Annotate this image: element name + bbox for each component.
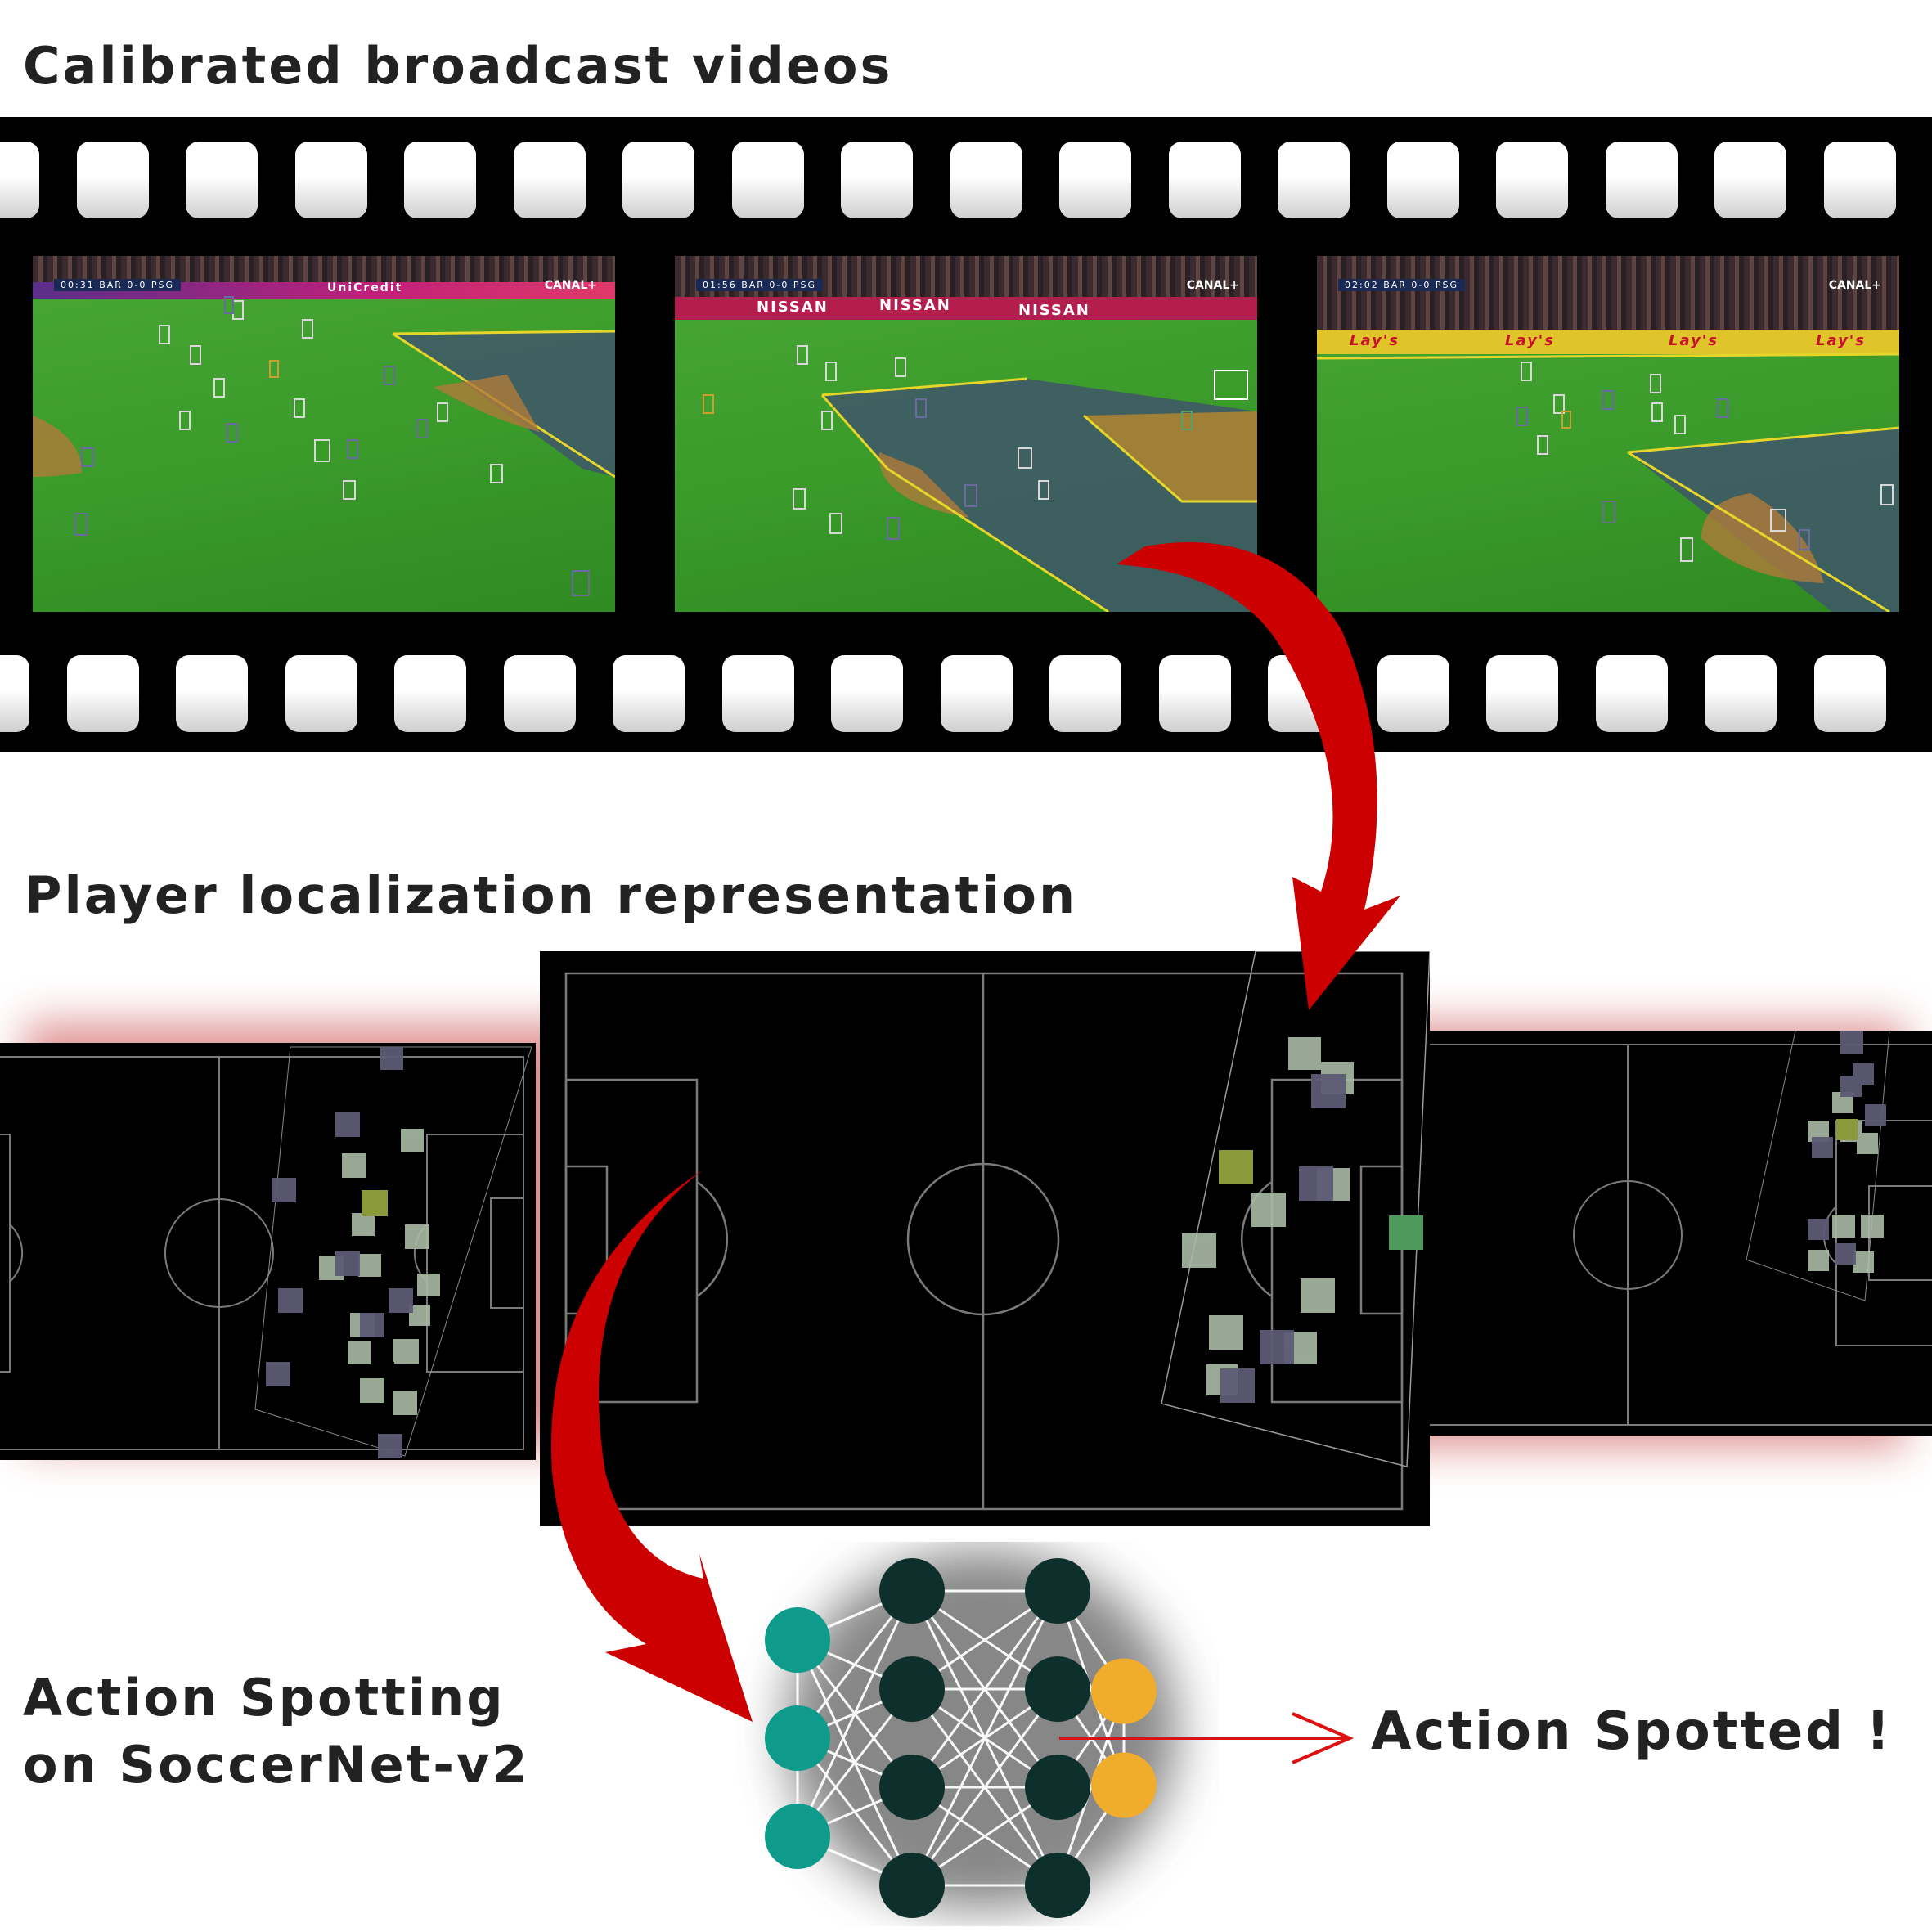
ad-text-repeat: NISSAN: [879, 297, 951, 314]
film-hole: [0, 142, 39, 218]
neural-network: [736, 1542, 1219, 1926]
nn-edge: [910, 1688, 1059, 1886]
film-hole: [1486, 655, 1558, 732]
heading-calibrated-videos: Calibrated broadcast videos: [23, 36, 893, 96]
nn-hidden-node: [1025, 1853, 1090, 1918]
broadcaster-logo: CANAL+: [1828, 279, 1881, 292]
nn-edge: [1056, 1691, 1126, 1886]
film-hole: [76, 142, 149, 218]
video-frame-3: Lay's Lay's Lay's Lay's 02:02 BAR 0-0 PS…: [1317, 256, 1899, 612]
heading-action-line1: Action Spotting: [23, 1668, 505, 1728]
neural-network-diagram: [765, 1550, 1178, 1918]
nn-hidden-node: [879, 1853, 945, 1918]
film-hole: [186, 142, 258, 218]
ad-text: UniCredit: [327, 281, 403, 294]
scoreboard: 01:56 BAR 0-0 PSG: [696, 279, 824, 291]
pitch-diagram-left: [0, 1046, 532, 1458]
film-hole: [176, 655, 248, 732]
video-frame-1: UniCredit 00:31 BAR 0-0 PSG CANAL+: [33, 256, 615, 612]
film-hole: [294, 142, 367, 218]
ad-text-repeat: Lay's: [1816, 332, 1867, 349]
heading-action-spotted: Action Spotted !: [1371, 1701, 1893, 1762]
nn-edge: [910, 1590, 1059, 1788]
ad-text-repeat: Lay's: [1669, 332, 1719, 349]
nn-output-node: [1091, 1658, 1157, 1724]
film-hole: [1168, 142, 1241, 218]
film-hole: [1705, 655, 1777, 732]
nn-hidden-node: [1025, 1755, 1090, 1820]
film-hole: [1823, 142, 1896, 218]
film-hole: [0, 655, 29, 732]
nn-hidden-node: [1025, 1558, 1090, 1624]
nn-hidden-node: [879, 1656, 945, 1722]
film-hole: [841, 142, 913, 218]
film-hole: [940, 655, 1013, 732]
ad-text-repeat: Lay's: [1505, 332, 1556, 349]
film-hole: [950, 142, 1022, 218]
film-hole: [1813, 655, 1886, 732]
pitch-panel-right: [1395, 1030, 1932, 1436]
film-hole: [731, 142, 804, 218]
film-hole: [503, 655, 576, 732]
pitch-panel-center: [540, 950, 1431, 1526]
video-frame-2: NISSAN NISSAN NISSAN 01:56 BAR 0-0 PSG C…: [675, 256, 1257, 612]
nn-hidden-node: [879, 1755, 945, 1820]
broadcaster-logo: CANAL+: [1186, 279, 1239, 292]
film-hole: [1059, 142, 1131, 218]
heading-player-localization: Player localization representation: [25, 865, 1078, 925]
nn-input-node: [765, 1705, 830, 1771]
film-hole: [1278, 142, 1350, 218]
arrow-network-to-output: [1059, 1712, 1355, 1764]
film-strip: UniCredit 00:31 BAR 0-0 PSG CANAL+: [0, 117, 1932, 752]
film-hole: [285, 655, 357, 732]
ad-text: NISSAN: [757, 299, 829, 316]
film-hole: [1714, 142, 1786, 218]
ad-text-repeat: NISSAN: [1018, 302, 1090, 319]
heading-action-spotting: Action Spotting on SoccerNet-v2: [23, 1665, 530, 1799]
film-hole: [1595, 655, 1668, 732]
film-hole: [1049, 655, 1121, 732]
ad-text: Lay's: [1350, 332, 1400, 349]
stadium-crowd: [1317, 256, 1899, 334]
scoreboard: 02:02 BAR 0-0 PSG: [1338, 279, 1466, 291]
ad-board: [675, 297, 1257, 320]
film-hole: [394, 655, 466, 732]
film-hole: [622, 142, 694, 218]
film-hole: [513, 142, 586, 218]
frame-overlay: [33, 296, 615, 596]
nn-output-node: [1091, 1752, 1157, 1818]
pitch-panel-left: [0, 1043, 536, 1460]
film-hole: [613, 655, 685, 732]
broadcaster-logo: CANAL+: [544, 279, 597, 292]
nn-edge: [910, 1590, 1059, 1886]
nn-hidden-node: [1025, 1656, 1090, 1722]
film-hole: [721, 655, 794, 732]
film-hole: [1496, 142, 1568, 218]
film-hole: [1377, 655, 1449, 732]
scoreboard: 00:31 BAR 0-0 PSG: [54, 279, 182, 291]
film-hole: [1386, 142, 1459, 218]
ad-board: [1317, 330, 1899, 354]
nn-hidden-node: [879, 1558, 945, 1624]
pitch-diagram-center: [564, 950, 1431, 1511]
frame-overlay: [1317, 353, 1899, 612]
film-hole: [1605, 142, 1678, 218]
heading-action-line2: on SoccerNet-v2: [23, 1735, 530, 1795]
nn-edge: [796, 1590, 914, 1837]
nn-edge: [1056, 1590, 1126, 1786]
nn-input-node: [765, 1804, 830, 1869]
arrow-representation-to-network: [550, 1170, 753, 1722]
nn-input-node: [765, 1607, 830, 1673]
film-hole: [1158, 655, 1231, 732]
arrow-frames-to-representation: [1117, 542, 1400, 1010]
film-hole: [404, 142, 476, 218]
film-hole: [66, 655, 139, 732]
film-hole: [831, 655, 903, 732]
